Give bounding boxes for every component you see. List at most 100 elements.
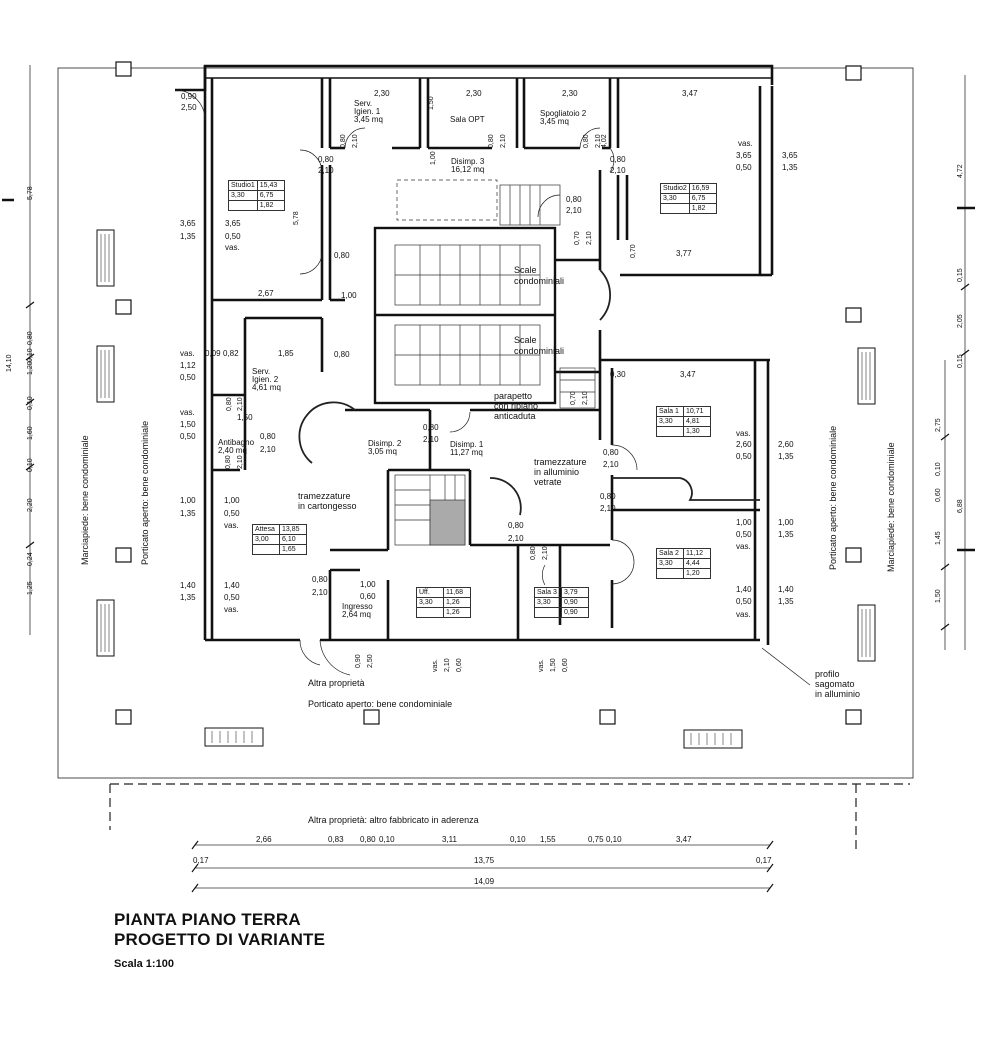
dim: 0,70 <box>630 244 637 258</box>
cell: 6,75 <box>256 190 285 201</box>
dim: 0,50 <box>180 432 196 441</box>
dim: 0,70 <box>570 391 577 405</box>
dim: vas. <box>225 243 240 252</box>
cell: 1,82 <box>256 200 285 211</box>
dim: 1,50 <box>428 96 435 110</box>
dim: 0,90 <box>355 654 362 668</box>
dim: 0,10 <box>510 835 526 844</box>
dim: 0,50 <box>224 509 240 518</box>
cell: Studio2 <box>660 183 690 194</box>
dim: 2,30 <box>466 89 482 98</box>
dim: 0,10 <box>606 835 622 844</box>
cell: 10,71 <box>683 406 711 417</box>
plan-title-line2: PROGETTO DI VARIANTE <box>114 930 326 949</box>
cell: 3,00 <box>252 534 280 545</box>
dim: 0,80 <box>530 546 537 560</box>
porticato-right-label: Porticato aperto: bene condominiale <box>828 425 838 570</box>
porticato-left-label: Porticato aperto: bene condominiale <box>140 420 150 565</box>
cell: 1,82 <box>688 203 717 214</box>
dim: 0,50 <box>736 163 752 172</box>
dim: 0,10 <box>935 462 942 476</box>
room-antibagno-name: Antibagno <box>218 438 255 447</box>
dim: 0,80 <box>340 134 347 148</box>
dim: 2,50 <box>181 103 197 112</box>
dim: 2,10 <box>582 391 589 405</box>
cell: Sala 3 <box>534 587 562 598</box>
cell: Uff. <box>416 587 444 598</box>
dim: 1,60 <box>27 426 34 440</box>
dim: 0,80 <box>603 448 619 457</box>
marciapiede-left-label: Marciapiede: bene condominiale <box>80 435 90 565</box>
dim: 1,50 <box>550 658 557 672</box>
dim: vas. <box>432 659 439 672</box>
dim: 1,50 <box>180 420 196 429</box>
room-ingresso-area: 2,64 mq <box>342 610 371 619</box>
dim: 1,00 <box>778 518 794 527</box>
cell: 3,30 <box>416 597 444 608</box>
parapetto-label-2: con ripiano <box>494 401 539 411</box>
cell: 11,68 <box>443 587 471 598</box>
dim: 3,65 <box>782 151 798 160</box>
dim: 5,78 <box>27 186 34 200</box>
scale-label-1: Scale <box>514 265 537 275</box>
dim: 0,80 <box>600 492 616 501</box>
cell <box>416 607 444 618</box>
dim: 0,15 <box>957 354 964 368</box>
room-spogliatoio-area: 3,45 mq <box>540 117 569 126</box>
tram-all-label-1: tramezzature <box>534 457 587 467</box>
profilo-label-3: in alluminio <box>815 689 861 699</box>
dim: vas. <box>224 605 239 614</box>
dim: 0,80 <box>583 134 590 148</box>
dim: 2,05 <box>957 314 964 328</box>
dim: 0,80 <box>226 397 233 411</box>
dim: 2,10 <box>508 534 524 543</box>
dim: 1,25 <box>27 581 34 595</box>
dim: 2,10 <box>444 658 451 672</box>
cell <box>656 568 684 579</box>
room-disimp3-area: 16,12 mq <box>451 165 485 174</box>
room-disimp1-name: Disimp. 1 <box>450 440 484 449</box>
dim: vas. <box>736 429 751 438</box>
cell: 1,20 <box>683 568 711 579</box>
tram-all-label-2: in alluminio <box>534 467 580 477</box>
cell: 1,26 <box>443 597 471 608</box>
dim: 1,35 <box>778 530 794 539</box>
altra-proprieta-fabbricato-label: Altra proprietà: altro fabbricato in ade… <box>308 815 479 825</box>
dim: 0,80 <box>27 331 34 345</box>
room-disimp3-name: Disimp. 3 <box>451 157 485 166</box>
scale-label-2: Scale <box>514 335 537 345</box>
cell: Sala 2 <box>656 548 684 559</box>
dim: 2,10 <box>603 460 619 469</box>
dim: 0,10 <box>27 348 34 362</box>
room-serv2-area: 4,61 mq <box>252 383 281 392</box>
dim: 1,00 <box>360 580 376 589</box>
dim: 2,30 <box>562 89 578 98</box>
cell: 3,30 <box>656 416 684 427</box>
dim: 1,35 <box>782 163 798 172</box>
dim: 0,50 <box>736 597 752 606</box>
dim: 3,77 <box>676 249 692 258</box>
dim: vas. <box>738 139 753 148</box>
dim: 2,50 <box>367 654 374 668</box>
cell: 1,65 <box>279 544 307 555</box>
dim: 2,67 <box>258 289 274 298</box>
dim: 14,10 <box>6 354 13 372</box>
cell: 11,12 <box>683 548 711 559</box>
dim: 0,80 <box>610 155 626 164</box>
dim: 2,20 <box>27 498 34 512</box>
room-antibagno-area: 2,40 mq <box>218 446 247 455</box>
dim: 5,78 <box>293 211 300 225</box>
scale-label-1b: condominiali <box>514 276 565 286</box>
room-serv1-name: Serv. <box>354 99 373 108</box>
dim: 2,10 <box>260 445 276 454</box>
cell: 3,30 <box>656 558 684 569</box>
dim: 0,80 <box>225 455 232 469</box>
dim: 1,20 <box>27 361 34 375</box>
dim: 0,80 <box>566 195 582 204</box>
dim: 2,10 <box>600 504 616 513</box>
dim: 0,80 <box>318 155 334 164</box>
dim: 2,10 <box>566 206 582 215</box>
scale-label-2b: condominiali <box>514 346 565 356</box>
